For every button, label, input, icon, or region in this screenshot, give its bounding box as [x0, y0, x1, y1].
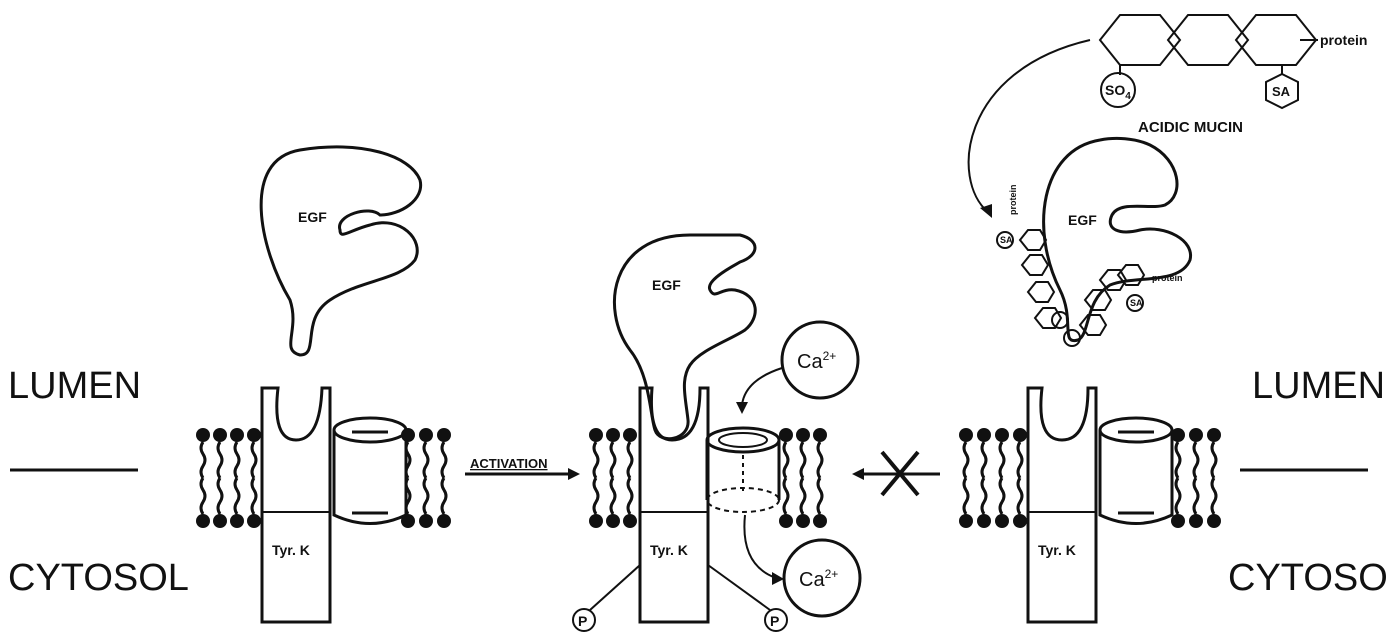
- egf-ligand: [259, 145, 423, 357]
- phospho-link-right: [707, 564, 771, 611]
- blocked-arrow: [852, 450, 940, 497]
- calcium-ion-extracellular: [780, 320, 860, 400]
- ca-efflux-arrow: [743, 514, 777, 579]
- mucin-chain-bound: [996, 229, 1146, 347]
- phosphate-right: [764, 608, 788, 632]
- panel-mucin-bound: Tyr. K EGF SA SA protein protein: [959, 14, 1367, 624]
- lumen-label-left: LUMEN: [8, 365, 141, 407]
- sa-tag-right: SA: [1130, 298, 1143, 308]
- calcium-ion-intracellular: [782, 538, 862, 618]
- svg-text:P: P: [770, 613, 779, 629]
- egf-receptor-active: [638, 386, 710, 624]
- phosphate-left: [572, 608, 596, 632]
- ca-influx-arrow: [741, 367, 783, 406]
- protein-label-vertical: protein: [1008, 185, 1018, 216]
- cytosol-label-right: CYTOSOL: [1228, 557, 1389, 599]
- so4-label: SO4: [1105, 82, 1131, 102]
- mucin-binding-arrow: [967, 39, 1091, 213]
- protein-label-chain: protein: [1152, 273, 1183, 283]
- acidic-mucin-label: ACIDIC MUCIN: [1138, 119, 1243, 136]
- panel-active: Tyr. K P P EGF Ca2+ Ca2+: [572, 233, 862, 632]
- tyr-k-label-blocked: Tyr. K: [1038, 542, 1076, 558]
- panel-inactive: Tyr. K EGF: [196, 145, 451, 624]
- phospho-link-left: [589, 564, 641, 611]
- activation-label: ACTIVATION: [470, 456, 548, 471]
- ca-out-label: Ca2+: [799, 567, 838, 591]
- egf-label-active: EGF: [652, 277, 681, 293]
- calcium-channel-open: [705, 426, 781, 513]
- sa-tag-left: SA: [1000, 235, 1013, 245]
- egf-receptor-blocked: [1026, 386, 1098, 624]
- svg-text:P: P: [578, 613, 587, 629]
- calcium-channel-closed: [1098, 416, 1174, 525]
- ca-in-label: Ca2+: [797, 349, 836, 373]
- egf-ligand-mucin-bound: [1042, 136, 1192, 343]
- tyr-k-label: Tyr. K: [272, 542, 310, 558]
- egf-ligand-bound: [612, 233, 757, 441]
- calcium-channel-closed: [332, 416, 408, 525]
- sa-label-top: SA: [1272, 84, 1291, 99]
- egf-receptor: [260, 386, 332, 624]
- acidic-mucin-molecule: [1098, 14, 1318, 110]
- egf-label-mucin: EGF: [1068, 212, 1097, 228]
- protein-label-top: protein: [1320, 32, 1367, 48]
- egf-label: EGF: [298, 209, 327, 225]
- cytosol-label-left: CYTOSOL: [8, 557, 189, 599]
- activation-arrow: ACTIVATION: [465, 456, 580, 480]
- lumen-label-right: LUMEN: [1252, 365, 1385, 407]
- tyr-k-label-active: Tyr. K: [650, 542, 688, 558]
